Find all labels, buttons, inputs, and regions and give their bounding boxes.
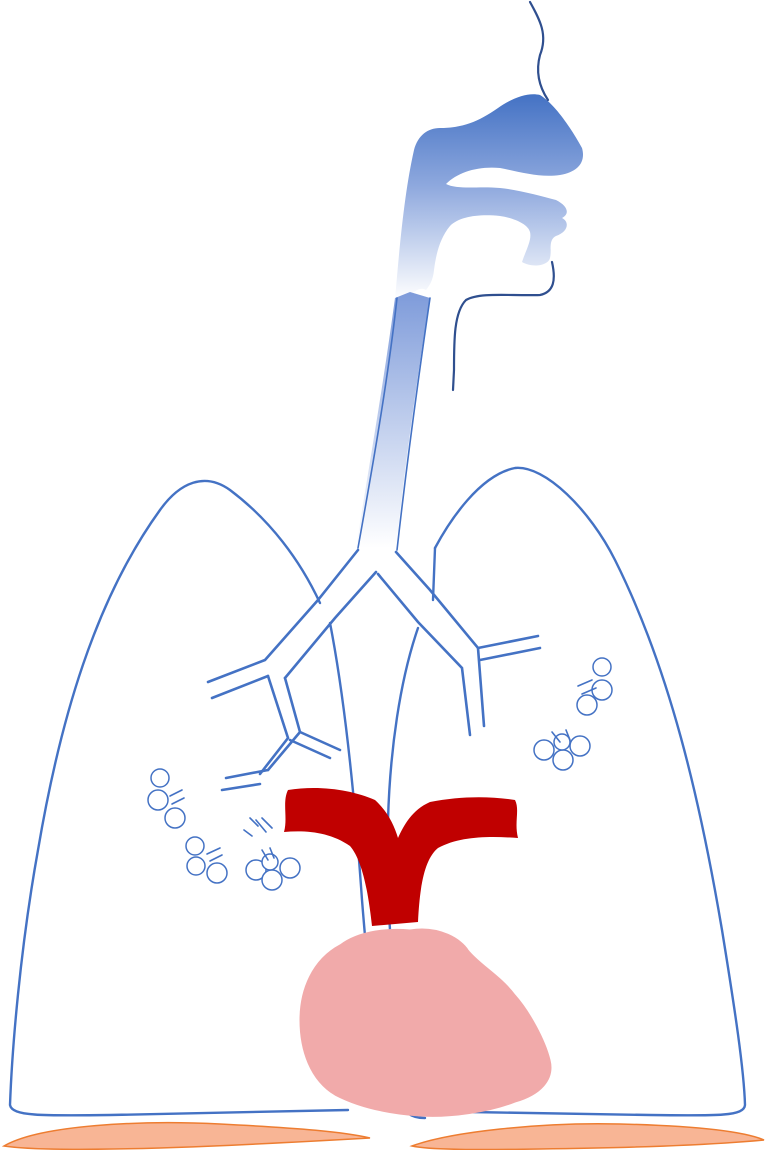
- bronchial-tree: [208, 550, 540, 790]
- alveoli-cluster-5: [534, 730, 590, 770]
- nasal-oral-cavity: [395, 94, 583, 300]
- chin-neck-profile: [453, 262, 554, 390]
- heart: [300, 929, 551, 1116]
- alveoli-cluster-4: [577, 658, 612, 715]
- alveoli-cluster-2: [186, 837, 227, 883]
- diaphragm: [4, 1123, 764, 1150]
- face-profile: [530, 2, 548, 100]
- alveoli-cluster-3: [246, 848, 300, 890]
- diaphragm-left: [4, 1123, 370, 1150]
- alveoli-cluster-6: [244, 818, 272, 836]
- diaphragm-right: [412, 1124, 764, 1150]
- aorta: [284, 788, 518, 926]
- alveoli-cluster-1: [148, 769, 185, 828]
